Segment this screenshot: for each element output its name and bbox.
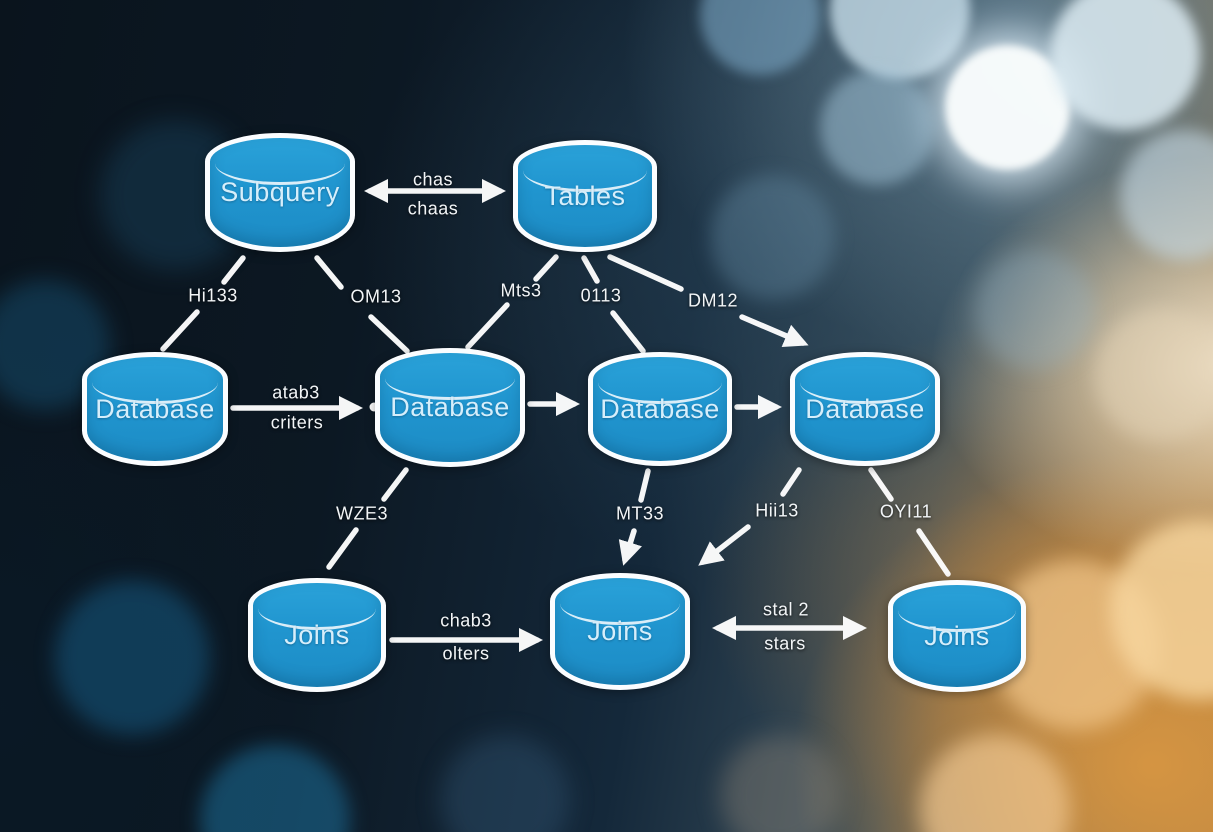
edge-label: OM13 (350, 286, 402, 307)
edge-subquery-database-1 (160, 255, 246, 352)
cylinder-top-ellipse (560, 582, 680, 625)
edge-label: OYI11 (879, 501, 933, 522)
node-database-4: Database (790, 352, 940, 466)
database-cylinder-icon (375, 348, 525, 467)
edge-label: DM12 (687, 290, 739, 311)
node-label: Subquery (220, 177, 340, 207)
edge-label: chaas (407, 198, 459, 219)
database-cylinder-icon (588, 352, 732, 466)
node-tables: Tables (513, 140, 657, 252)
edge-subquery-database-2 (314, 255, 410, 354)
database-cylinder-icon (888, 580, 1026, 692)
edge-label: Mts3 (500, 280, 542, 301)
cylinder-top-ellipse (800, 361, 930, 404)
edge-label: WZE3 (335, 503, 389, 524)
edge-label: 0113 (580, 285, 622, 306)
edge-label: stal 2 (762, 599, 810, 620)
edge-tables-database-4 (607, 254, 684, 292)
edge-database-2-joins-1 (326, 467, 409, 570)
edge-label: Hii13 (755, 500, 799, 521)
node-label: Database (95, 393, 215, 424)
database-cylinder-icon (513, 140, 657, 252)
node-database-1: Database (82, 352, 228, 466)
node-joins-2: Joins (550, 573, 690, 690)
edge-label: chas (412, 169, 454, 190)
edge-label: chab3 (440, 610, 492, 631)
edge-database-4-joins-2 (780, 467, 802, 497)
cylinder-top-ellipse (598, 361, 722, 404)
edge-label: criters (270, 412, 324, 433)
edge-label: atab3 (272, 382, 320, 403)
edge-label: stars (764, 633, 806, 654)
database-cylinder-icon (790, 352, 940, 466)
edge-label: olters (442, 643, 490, 664)
database-cylinder-icon (550, 573, 690, 690)
cylinder-top-ellipse (258, 587, 376, 630)
edge-database-3-joins-2 (638, 468, 651, 503)
node-database-2: Database (375, 348, 525, 467)
cylinder-top-ellipse (215, 142, 345, 185)
node-label: Joins (587, 616, 653, 646)
edge-database-3-joins-2-head (618, 528, 642, 566)
node-label: Database (805, 393, 925, 424)
edge-tables-database-4-head (739, 314, 809, 348)
edge-database-4-joins-3 (868, 467, 951, 577)
database-cylinder-icon (82, 352, 228, 466)
edge-database-4-joins-2-head (698, 524, 751, 566)
node-label: Tables (544, 180, 626, 211)
cylinder-top-ellipse (92, 361, 218, 404)
node-label: Joins (924, 620, 990, 651)
cylinder-top-ellipse (523, 149, 647, 192)
node-joins-1: Joins (248, 578, 386, 692)
edge-label: Hi133 (188, 285, 238, 306)
node-label: Database (600, 393, 720, 424)
node-joins-3: Joins (888, 580, 1026, 692)
database-cylinder-icon (205, 133, 355, 252)
edge-tables-database-2 (465, 254, 559, 350)
cylinder-top-ellipse (898, 589, 1016, 632)
node-label: Database (390, 392, 510, 422)
edge-tables-database-3 (581, 255, 646, 354)
cylinder-top-ellipse (385, 357, 515, 400)
database-cylinder-icon (248, 578, 386, 692)
node-database-3: Database (588, 352, 732, 466)
edge-label: MT33 (615, 503, 665, 524)
node-label: Joins (284, 619, 350, 650)
node-subquery: Subquery (205, 133, 355, 252)
